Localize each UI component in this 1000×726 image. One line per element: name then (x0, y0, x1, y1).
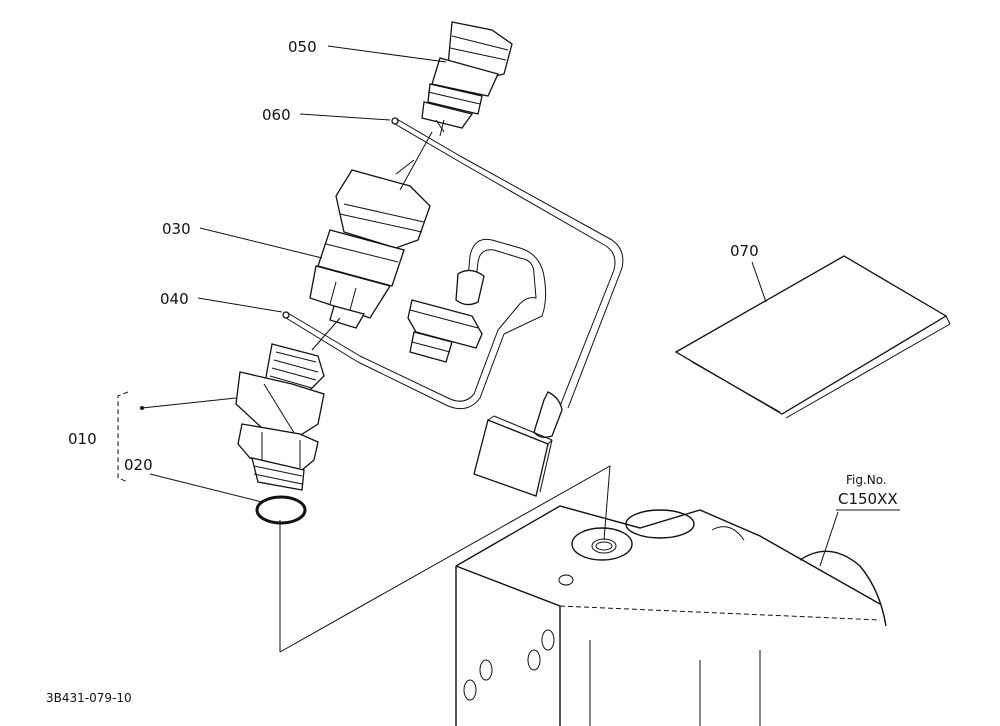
mounting-block (455, 505, 887, 726)
assembly-lines (279, 131, 611, 653)
drawing-code: 3B431-079-10 (46, 691, 132, 705)
callout-010: 010 (68, 430, 97, 448)
part-060-wire-harness (391, 117, 624, 497)
part-050-fitting (421, 21, 513, 137)
callout-070: 070 (730, 242, 759, 260)
part-070-instruction-sheet (674, 255, 951, 419)
leader-lines (140, 45, 839, 567)
callout-010-bracket (117, 391, 129, 483)
callout-050: 050 (288, 38, 317, 56)
part-030-sensor-body (309, 159, 431, 329)
callout-060: 060 (262, 106, 291, 124)
callout-030: 030 (162, 220, 191, 238)
callout-040: 040 (160, 290, 189, 308)
part-010-elbow-adapter (235, 343, 325, 491)
part-040-wire-loop (282, 238, 547, 410)
figure-ref-caption: Fig.No. (846, 473, 887, 487)
callout-020: 020 (124, 456, 153, 474)
figure-ref-number: C150XX (838, 490, 898, 508)
part-020-o-ring (255, 495, 307, 525)
